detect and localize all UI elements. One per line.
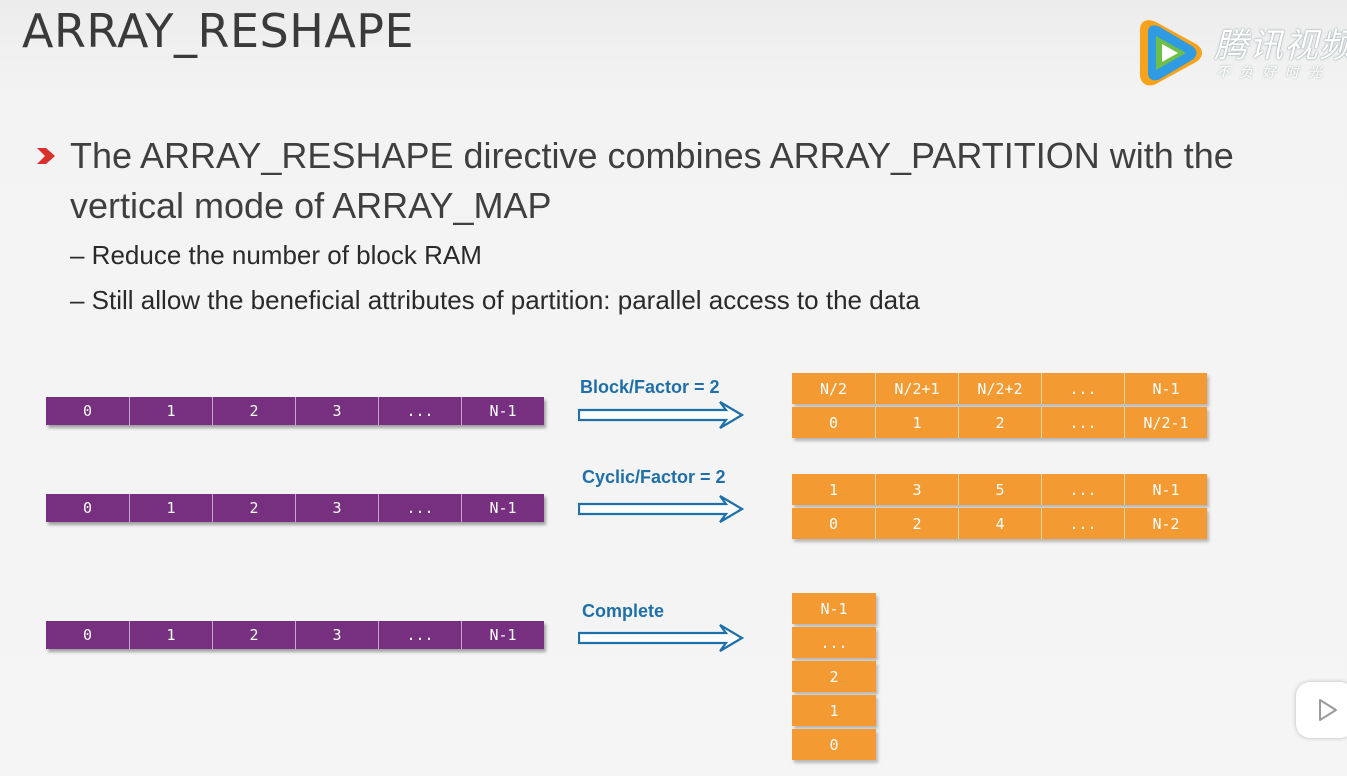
bank-cell: 1	[792, 474, 875, 505]
bank-cell: N/2	[792, 373, 875, 404]
array-cell: 0	[46, 621, 129, 649]
bank-cell: N/2+2	[958, 373, 1041, 404]
complete-label: Complete	[582, 601, 665, 621]
hollow-right-arrow-icon	[578, 495, 744, 523]
bank-cell: 2	[958, 407, 1041, 438]
array-cell: ...	[378, 621, 461, 649]
register-cell: 1	[792, 695, 876, 726]
source-array-complete: 0 1 2 3 ... N-1	[46, 621, 544, 649]
bank-cell: ...	[1041, 474, 1124, 505]
bank-cell: 3	[875, 474, 958, 505]
cyclic-label: Cyclic/Factor = 2	[582, 467, 726, 487]
array-cell: 3	[295, 397, 378, 425]
block-label: Block/Factor = 2	[580, 377, 720, 397]
array-cell: 1	[129, 621, 212, 649]
watermark-tagline: 不负好时光	[1216, 64, 1331, 80]
sub-bullet-2: – Still allow the beneficial attributes …	[70, 285, 920, 315]
complete-column: N-1 ... 2 1 0	[792, 593, 876, 763]
array-cell: 2	[212, 621, 295, 649]
bank-cell: ...	[1041, 373, 1124, 404]
slide-title: ARRAY_RESHAPE	[22, 4, 415, 58]
bank-cell: N-1	[1124, 474, 1207, 505]
bank-cell: 5	[958, 474, 1041, 505]
bank-cell: N/2+1	[875, 373, 958, 404]
register-cell: 2	[792, 661, 876, 692]
red-chevron-icon	[37, 148, 55, 164]
array-cell: 0	[46, 397, 129, 425]
hollow-right-arrow-icon	[578, 624, 744, 652]
bank-cell: 2	[875, 508, 958, 539]
sub-bullet-1: – Reduce the number of block RAM	[70, 240, 482, 270]
array-cell: 2	[212, 494, 295, 522]
cyclic-top-row: 1 3 5 ... N-1	[792, 474, 1207, 505]
source-array-block: 0 1 2 3 ... N-1	[46, 397, 544, 425]
array-cell: ...	[378, 397, 461, 425]
array-cell: ...	[378, 494, 461, 522]
array-cell: 0	[46, 494, 129, 522]
bank-cell: 4	[958, 508, 1041, 539]
source-array-cyclic: 0 1 2 3 ... N-1	[46, 494, 544, 522]
block-top-row: N/2 N/2+1 N/2+2 ... N-1	[792, 373, 1207, 404]
array-cell: N-1	[461, 397, 544, 425]
bank-cell: N-2	[1124, 508, 1207, 539]
array-cell: N-1	[461, 494, 544, 522]
play-button[interactable]	[1296, 682, 1347, 738]
hollow-right-arrow-icon	[578, 401, 744, 429]
array-cell: 2	[212, 397, 295, 425]
main-bullet-text: The ARRAY_RESHAPE directive combines ARR…	[70, 135, 1234, 226]
register-cell: N-1	[792, 593, 876, 624]
play-icon	[1319, 699, 1337, 721]
array-cell: 3	[295, 494, 378, 522]
cyclic-bottom-row: 0 2 4 ... N-2	[792, 508, 1207, 539]
bank-cell: ...	[1041, 407, 1124, 438]
register-cell: 0	[792, 729, 876, 760]
array-cell: N-1	[461, 621, 544, 649]
bank-cell: N-1	[1124, 373, 1207, 404]
bank-cell: ...	[1041, 508, 1124, 539]
bank-cell: N/2-1	[1124, 407, 1207, 438]
bank-cell: 0	[792, 407, 875, 438]
register-cell: ...	[792, 627, 876, 658]
bank-cell: 1	[875, 407, 958, 438]
array-cell: 3	[295, 621, 378, 649]
tencent-video-logo-icon	[1140, 20, 1202, 86]
array-cell: 1	[129, 397, 212, 425]
array-cell: 1	[129, 494, 212, 522]
watermark-logo-text: 腾讯视频	[1214, 26, 1347, 66]
block-bottom-row: 0 1 2 ... N/2-1	[792, 407, 1207, 438]
bank-cell: 0	[792, 508, 875, 539]
